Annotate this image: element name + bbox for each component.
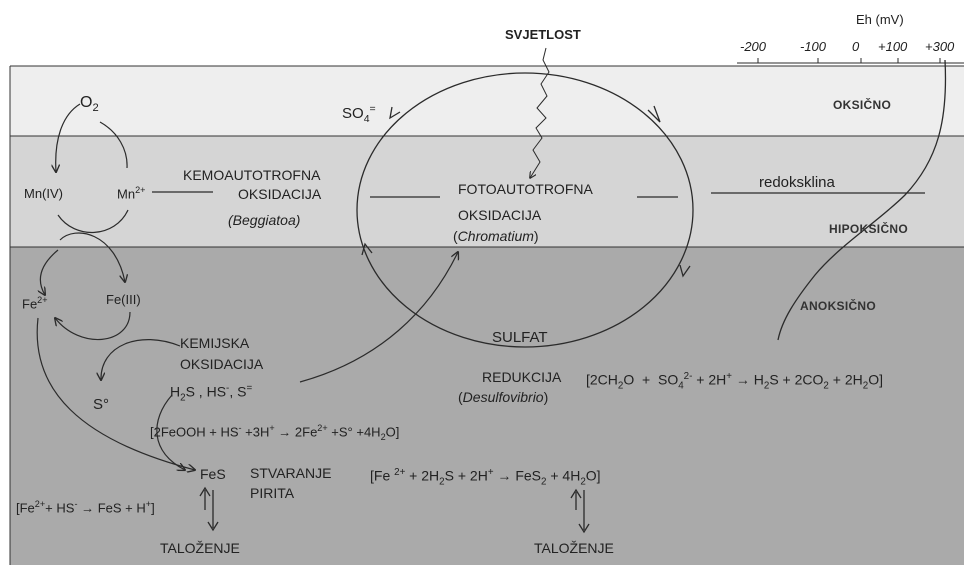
eh-tick-label: 0 [852, 39, 860, 54]
arrow-o2-mn2 [99, 121, 128, 169]
eh-tick-label: +300 [925, 39, 955, 54]
sulfate-label: SO4= [342, 103, 376, 125]
arrow-o2-mn4 [56, 103, 81, 172]
eh-title: Eh (mV) [856, 12, 904, 27]
hypoxic-zone-label: HIPOKSIČNO [829, 222, 909, 236]
arrow-sulfide-photo [299, 252, 458, 383]
mn2-label: Mn2+ [117, 185, 146, 202]
pyrite-equation: [Fe 2+ + 2H2S + 2H+ → FeS2 + 4H2O] [370, 467, 601, 488]
o2-label: O2 [80, 94, 99, 115]
oxic-zone-label: OKSIČNO [833, 98, 892, 112]
sulfides-label: H2S , HS-, S= [170, 383, 253, 404]
photoautotrophic-label: FOTOAUTOTROFNA [458, 181, 593, 197]
eh-curve [777, 59, 947, 341]
oxic-zone [10, 66, 964, 136]
chemical-label: KEMIJSKA [180, 335, 250, 351]
eh-axis [737, 58, 964, 64]
sulfate-reduction-equation: [2CH2O + SO42- + 2H+ → H2S + 2CO2 + 2H2O… [586, 371, 883, 392]
fe3-label: Fe(III) [106, 292, 141, 307]
arrow-fe3-fe2 [55, 311, 131, 340]
arrow-fe2-fes [36, 317, 195, 470]
fes-label: FeS [200, 466, 226, 482]
eh-tick-label: -200 [740, 39, 767, 54]
fe2-label: Fe2+ [22, 295, 48, 312]
arrow-sulfide-fes [156, 394, 185, 470]
photoautotrophic-oxidation-label: OKSIDACIJA [458, 207, 542, 223]
chemical-oxidation-label: OKSIDACIJA [180, 356, 264, 372]
desulfovibrio-label: (Desulfovibrio) [458, 389, 549, 405]
mn4-label: Mn(IV) [24, 186, 63, 201]
redoxcline-label: redoksklina [759, 174, 835, 191]
light-squiggle [530, 47, 550, 178]
sulfate-process-label: SULFAT [492, 329, 548, 346]
pyrite-formation-label: STVARANJE [250, 465, 332, 481]
eh-tick-label: -100 [800, 39, 827, 54]
chromatium-label: (Chromatium) [453, 228, 539, 244]
feooh-equation: [2FeOOH + HS- +3H+ → 2Fe2+ +S° +4H2O] [150, 423, 400, 442]
settling-arrows-right [570, 488, 590, 534]
reduction-label: REDUKCIJA [482, 369, 562, 385]
chemoautotrophic-label: KEMOAUTOTROFNA [183, 167, 321, 183]
arrow-fe2-loop [40, 249, 59, 295]
beggiatoa-label: (Beggiatoa) [228, 212, 301, 228]
chemoautotrophic-oxidation-label: OKSIDACIJA [238, 186, 322, 202]
ellipse-arrowheads [361, 105, 691, 278]
eh-tick-label: +100 [878, 39, 908, 54]
fes-formation-equation: [Fe2++ HS- → FeS + H+] [16, 499, 155, 516]
s0-label: S° [93, 396, 110, 413]
arrow-mn-fe3 [59, 232, 125, 282]
settling-label-right: TALOŽENJE [534, 540, 614, 556]
anoxic-zone-label: ANOKSIČNO [800, 299, 877, 313]
pyrite-label: PIRITA [250, 485, 295, 501]
arrow-mn2-mn4-bottom [57, 209, 129, 234]
light-label: SVJETLOST [505, 27, 581, 42]
arrow-to-s0 [101, 339, 181, 380]
settling-label-left: TALOŽENJE [160, 540, 240, 556]
sulfur-cycle-ellipse [356, 72, 694, 348]
settling-arrows-left [199, 486, 219, 532]
anoxic-zone [10, 247, 964, 565]
